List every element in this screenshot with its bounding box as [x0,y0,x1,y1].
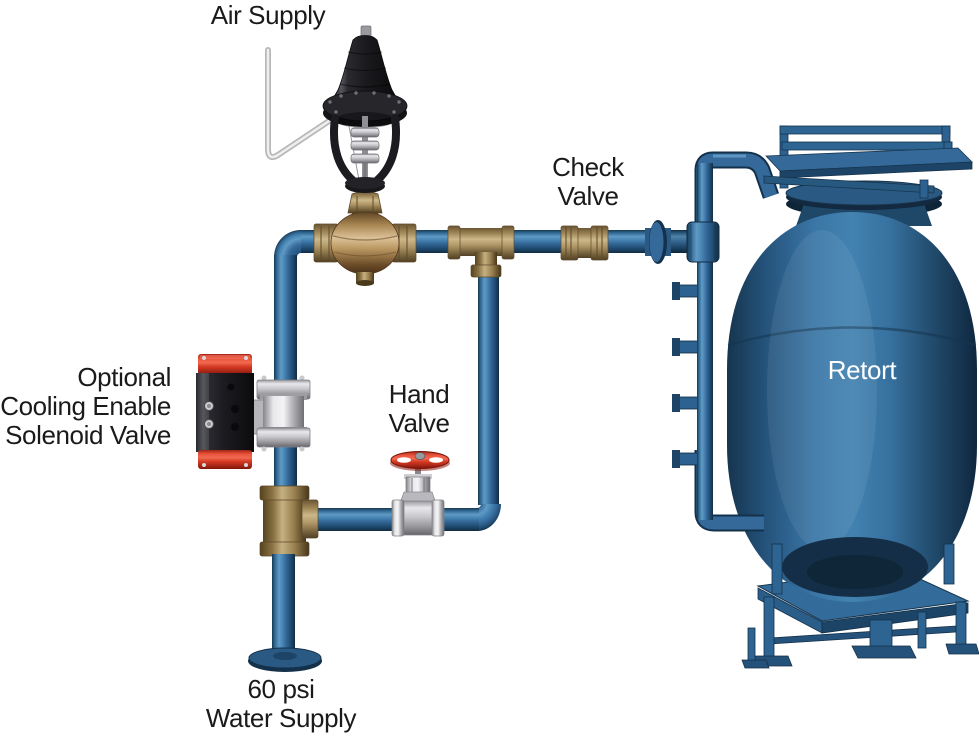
valve-body [330,211,400,275]
tank-highlight [767,230,877,550]
spring-disc [350,140,380,151]
tank-stand [741,543,979,669]
solenoid-top-cap [198,354,252,375]
tee-branch-collar [301,499,319,539]
actuator-bell [333,35,397,98]
spray-header-pipe [672,151,780,532]
water-supply-inlet [248,554,322,672]
pressure-regulator [265,25,417,286]
handwheel-nut [414,452,426,460]
valve-body [399,500,437,536]
spring-disc [350,127,380,138]
spray-nozzles [672,282,699,468]
spring-disc [350,153,380,164]
solenoid-bottom-cap [198,450,252,469]
tank-bottom-hub [807,555,903,589]
hand-valve [390,451,450,537]
cooling-solenoid-assembly [196,354,311,469]
tank-platform [763,125,973,199]
spray-riser [697,163,713,520]
tank-seam [727,326,977,347]
riser-elbow [274,230,301,257]
retort-tank [727,180,977,602]
handwheel [390,451,450,469]
header-tee-fitting [447,225,515,278]
supply-riser-pipe [274,230,301,492]
check-valve [560,225,609,261]
ball-valve-body [263,396,304,431]
valve-bonnet [347,191,383,214]
yoke-arm-left [330,114,360,187]
ball-valve [256,375,311,452]
solenoid-valve [196,354,254,469]
junction-collar [686,221,720,263]
ball-valve-bottom-flange [256,427,311,448]
tank-body [727,212,977,602]
flange-bolts [328,91,401,114]
hand-valve-stem [415,464,421,480]
packing-nut [405,476,431,494]
yoke-arm-right [370,114,400,187]
bottom-tee-fitting [259,485,319,557]
bypass-elbow [477,504,501,531]
